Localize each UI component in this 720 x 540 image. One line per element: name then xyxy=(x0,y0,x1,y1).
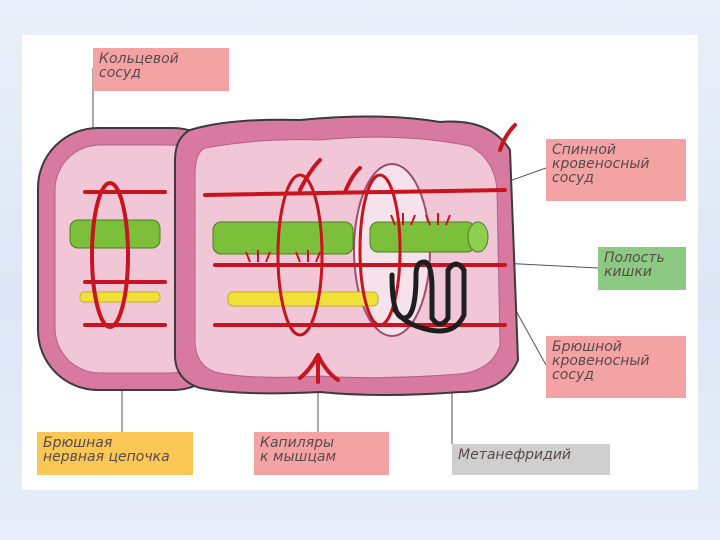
label-metanephridium: Метанефридий xyxy=(452,444,610,475)
right-body-segment xyxy=(175,116,518,395)
label-ring-vessel: Кольцевой сосуд xyxy=(93,48,229,91)
label-ventral-vessel: Брюшной кровеносный сосуд xyxy=(546,336,686,398)
label-capillaries: Капиляры к мышцам xyxy=(254,432,389,475)
label-nerve-cord: Брюшная нервная цепочка xyxy=(37,432,193,475)
label-dorsal-vessel: Спинной кровеносный сосуд xyxy=(546,139,686,201)
label-gut-cavity: Полость кишки xyxy=(598,247,686,290)
